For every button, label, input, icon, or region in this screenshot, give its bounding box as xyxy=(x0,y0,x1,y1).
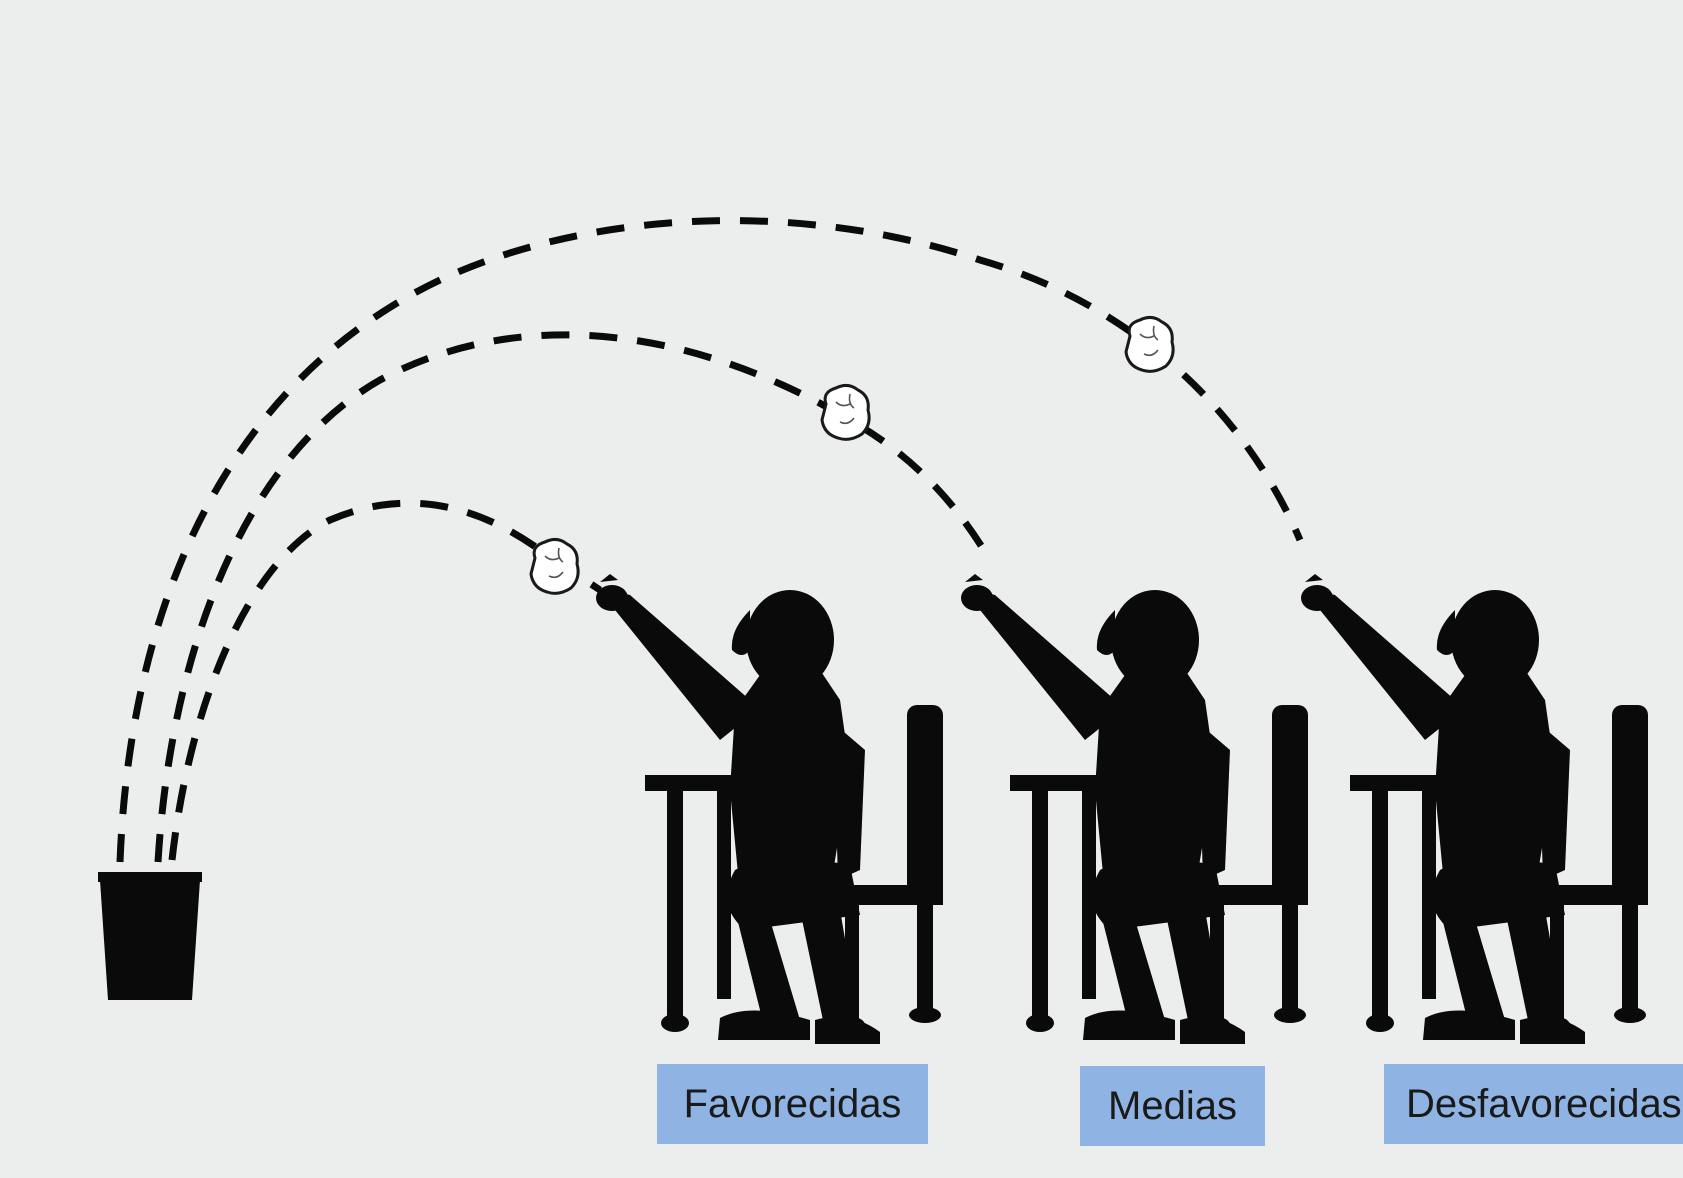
paper-ball-icon xyxy=(1124,315,1175,373)
student-silhouette-icon xyxy=(1301,574,1585,1044)
label-favorecidas: Favorecidas xyxy=(657,1064,928,1144)
label-medias: Medias xyxy=(1080,1066,1265,1146)
student-silhouette-icon xyxy=(596,574,880,1044)
trajectory-medias xyxy=(154,331,994,863)
trash-bin-icon xyxy=(98,872,202,1000)
student-silhouette-icon xyxy=(961,574,1245,1044)
paper-ball-icon xyxy=(529,537,580,595)
label-desfavorecidas: Desfavorecidas xyxy=(1384,1064,1683,1144)
trajectory-favorecidas xyxy=(168,499,602,861)
paper-ball-icon xyxy=(820,383,871,441)
